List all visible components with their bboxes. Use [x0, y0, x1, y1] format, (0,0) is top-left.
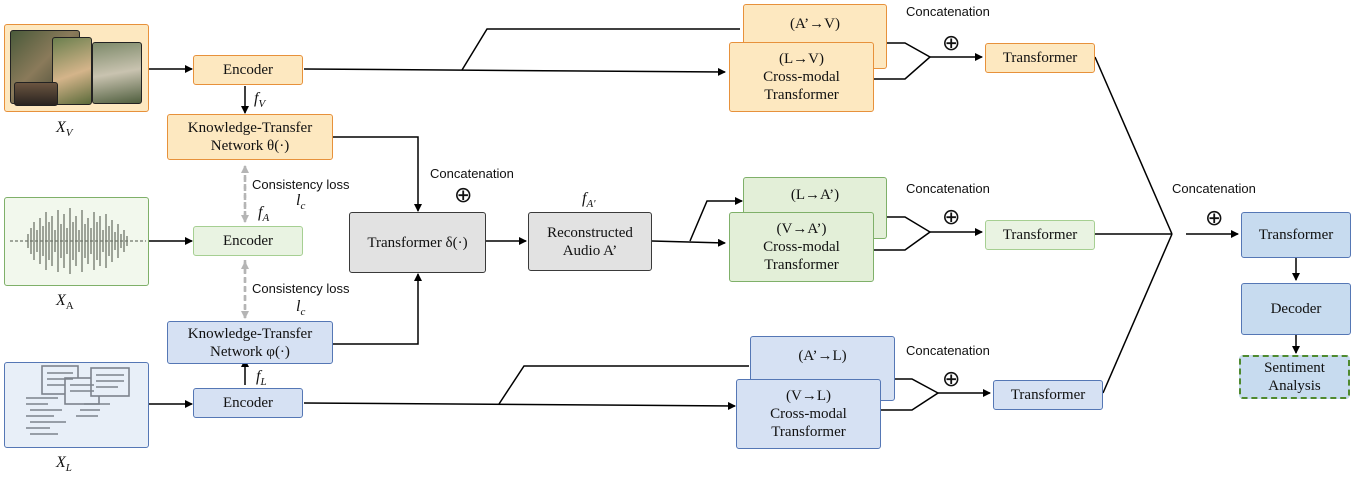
- video-concat-label: Concatenation: [906, 4, 990, 19]
- arrow-kt-video-to-transformer: [333, 136, 422, 212]
- text-encoder: Encoder: [193, 388, 303, 418]
- arrow-audio-branch-back: [689, 197, 743, 242]
- arrow-text-encoder-to-crossmodal: [303, 401, 736, 410]
- feature-fa-label: fA: [258, 204, 270, 225]
- text-concat-symbol: ⊕: [942, 367, 961, 392]
- video-frame-4: [14, 82, 58, 106]
- audio-concat-symbol: ⊕: [942, 205, 961, 230]
- text-branch-transformer: Transformer: [993, 380, 1103, 410]
- video-frame-2: [52, 37, 92, 105]
- video-frame-3: [92, 42, 142, 104]
- text-concat-label: Concatenation: [906, 343, 990, 358]
- video-branch-transformer: Transformer: [985, 43, 1095, 73]
- consistency-loss-upper-label: Consistency loss: [252, 177, 350, 192]
- arrow-reconstructed-to-crossmodal: [651, 238, 726, 247]
- arrow-video-encoder-to-crossmodal: [303, 67, 726, 76]
- audio-concat-label: Concatenation: [906, 181, 990, 196]
- central-transformer: Transformer δ(·): [349, 212, 486, 273]
- audio-encoder: Encoder: [193, 226, 303, 256]
- line-video-to-final: [1094, 56, 1173, 235]
- center-concat-symbol: ⊕: [454, 183, 473, 208]
- audio-input-label: XA: [56, 292, 74, 313]
- waveform-icon: [10, 208, 146, 274]
- final-concat-label: Concatenation: [1172, 181, 1256, 196]
- feature-fl-label: fL: [256, 368, 267, 389]
- text-input-panel: [4, 362, 149, 448]
- consistency-loss-upper-symbol: lc: [296, 192, 306, 213]
- consistency-loss-lower-label: Consistency loss: [252, 281, 350, 296]
- final-decoder: Decoder: [1241, 283, 1351, 335]
- final-transformer: Transformer: [1241, 212, 1351, 258]
- final-concat-symbol: ⊕: [1205, 206, 1224, 231]
- text-input-label: XL: [56, 454, 72, 475]
- line-text-to-final: [1102, 233, 1173, 394]
- feature-fv-label: fV: [254, 90, 266, 111]
- line-text-branch-back: [498, 365, 749, 405]
- audio-branch-transformer: Transformer: [985, 220, 1095, 250]
- line-video-branch-back: [461, 28, 740, 71]
- audio-input-panel: [4, 197, 149, 286]
- video-input-label: XV: [56, 119, 73, 140]
- feature-fa-prime-label: fA': [582, 190, 596, 211]
- video-encoder: Encoder: [193, 55, 303, 85]
- video-concat-symbol: ⊕: [942, 31, 961, 56]
- consistency-loss-lower-symbol: lc: [296, 298, 306, 319]
- arrow-kt-text-to-transformer: [333, 273, 422, 345]
- center-concat-label: Concatenation: [430, 166, 514, 181]
